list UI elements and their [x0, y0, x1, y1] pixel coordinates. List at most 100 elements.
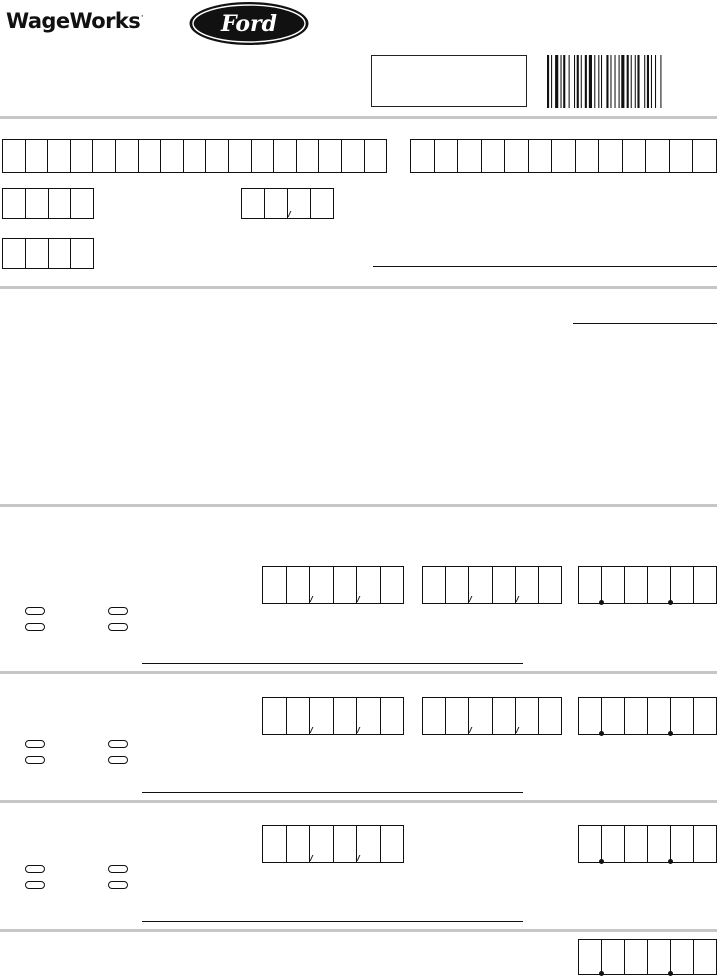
- claim-1-end-date[interactable]: [422, 566, 563, 604]
- signature-line[interactable]: [373, 266, 717, 267]
- char-box[interactable]: [48, 238, 72, 269]
- char-box[interactable]: [296, 139, 320, 173]
- char-box[interactable]: [646, 139, 670, 173]
- char-box[interactable]: [515, 697, 539, 735]
- char-box[interactable]: [357, 697, 381, 735]
- char-box[interactable]: [341, 139, 365, 173]
- char-box[interactable]: [602, 939, 625, 975]
- char-box[interactable]: [262, 697, 287, 735]
- year-field[interactable]: [2, 238, 94, 269]
- claim-1-amount[interactable]: [578, 566, 717, 605]
- char-box[interactable]: [286, 825, 310, 863]
- option-a-radio[interactable]: [25, 740, 45, 748]
- char-box[interactable]: [71, 238, 94, 269]
- claim-3-description-line[interactable]: [142, 921, 523, 922]
- char-box[interactable]: [693, 139, 717, 173]
- char-box[interactable]: [481, 139, 506, 173]
- option-c-radio[interactable]: [108, 740, 128, 748]
- option-d-radio[interactable]: [108, 623, 128, 631]
- char-box[interactable]: [625, 825, 648, 863]
- char-box[interactable]: [48, 139, 71, 173]
- char-box[interactable]: [2, 188, 26, 219]
- char-box[interactable]: [422, 697, 447, 735]
- char-box[interactable]: [528, 139, 553, 173]
- char-box[interactable]: [578, 825, 604, 864]
- char-box[interactable]: [602, 697, 625, 735]
- char-box[interactable]: [492, 697, 516, 735]
- char-box[interactable]: [648, 825, 673, 864]
- char-box[interactable]: [648, 566, 673, 605]
- char-box[interactable]: [310, 566, 334, 604]
- char-box[interactable]: [333, 697, 357, 735]
- option-a-radio[interactable]: [25, 865, 45, 873]
- char-box[interactable]: [671, 566, 694, 604]
- char-box[interactable]: [671, 939, 694, 975]
- option-c-radio[interactable]: [108, 865, 128, 873]
- date-field[interactable]: [241, 188, 334, 219]
- char-box[interactable]: [625, 697, 648, 735]
- char-box[interactable]: [161, 139, 184, 173]
- char-box[interactable]: [262, 566, 287, 604]
- char-box[interactable]: [422, 566, 447, 604]
- char-box[interactable]: [434, 139, 459, 173]
- char-box[interactable]: [669, 139, 694, 173]
- claim-2-end-date[interactable]: [422, 697, 563, 735]
- char-box[interactable]: [357, 825, 381, 863]
- char-box[interactable]: [538, 697, 563, 735]
- option-d-radio[interactable]: [108, 881, 128, 889]
- char-box[interactable]: [286, 566, 310, 604]
- char-box[interactable]: [552, 139, 576, 173]
- char-box[interactable]: [625, 939, 648, 975]
- claim-1-description-line[interactable]: [142, 663, 523, 664]
- claim-2-description-line[interactable]: [142, 792, 523, 793]
- char-box[interactable]: [251, 139, 275, 173]
- claim-2-amount[interactable]: [578, 697, 717, 736]
- option-d-radio[interactable]: [108, 756, 128, 764]
- char-box[interactable]: [458, 139, 482, 173]
- char-box[interactable]: [183, 139, 207, 173]
- char-box[interactable]: [538, 566, 563, 604]
- char-box[interactable]: [333, 825, 357, 863]
- char-box[interactable]: [648, 697, 673, 736]
- char-box[interactable]: [469, 566, 493, 604]
- char-box[interactable]: [469, 697, 493, 735]
- char-box[interactable]: [599, 139, 623, 173]
- char-box[interactable]: [115, 139, 139, 173]
- char-box[interactable]: [380, 566, 404, 604]
- char-box[interactable]: [648, 939, 673, 976]
- char-box[interactable]: [25, 238, 49, 269]
- char-box[interactable]: [310, 825, 334, 863]
- char-box[interactable]: [288, 188, 311, 219]
- char-box[interactable]: [578, 697, 604, 736]
- char-box[interactable]: [578, 566, 604, 605]
- char-box[interactable]: [274, 139, 297, 173]
- char-box[interactable]: [578, 939, 604, 976]
- option-b-radio[interactable]: [25, 881, 45, 889]
- id-last4-field[interactable]: [2, 188, 94, 219]
- char-box[interactable]: [93, 139, 116, 173]
- char-box[interactable]: [694, 825, 717, 863]
- option-b-radio[interactable]: [25, 756, 45, 764]
- claim-3-start-date[interactable]: [262, 825, 404, 863]
- char-box[interactable]: [380, 825, 404, 863]
- char-box[interactable]: [2, 238, 26, 269]
- date-line[interactable]: [573, 323, 717, 324]
- char-box[interactable]: [602, 566, 625, 604]
- char-box[interactable]: [25, 139, 49, 173]
- char-box[interactable]: [357, 566, 381, 604]
- option-b-radio[interactable]: [25, 623, 45, 631]
- char-box[interactable]: [575, 139, 600, 173]
- first-name-field[interactable]: [410, 139, 717, 173]
- option-c-radio[interactable]: [108, 607, 128, 615]
- char-box[interactable]: [262, 825, 287, 863]
- char-box[interactable]: [319, 139, 342, 173]
- char-box[interactable]: [515, 566, 539, 604]
- char-box[interactable]: [622, 139, 647, 173]
- char-box[interactable]: [333, 566, 357, 604]
- char-box[interactable]: [694, 566, 717, 604]
- char-box[interactable]: [310, 697, 334, 735]
- char-box[interactable]: [70, 139, 94, 173]
- char-box[interactable]: [380, 697, 404, 735]
- claim-3-amount[interactable]: [578, 825, 717, 864]
- char-box[interactable]: [311, 188, 334, 219]
